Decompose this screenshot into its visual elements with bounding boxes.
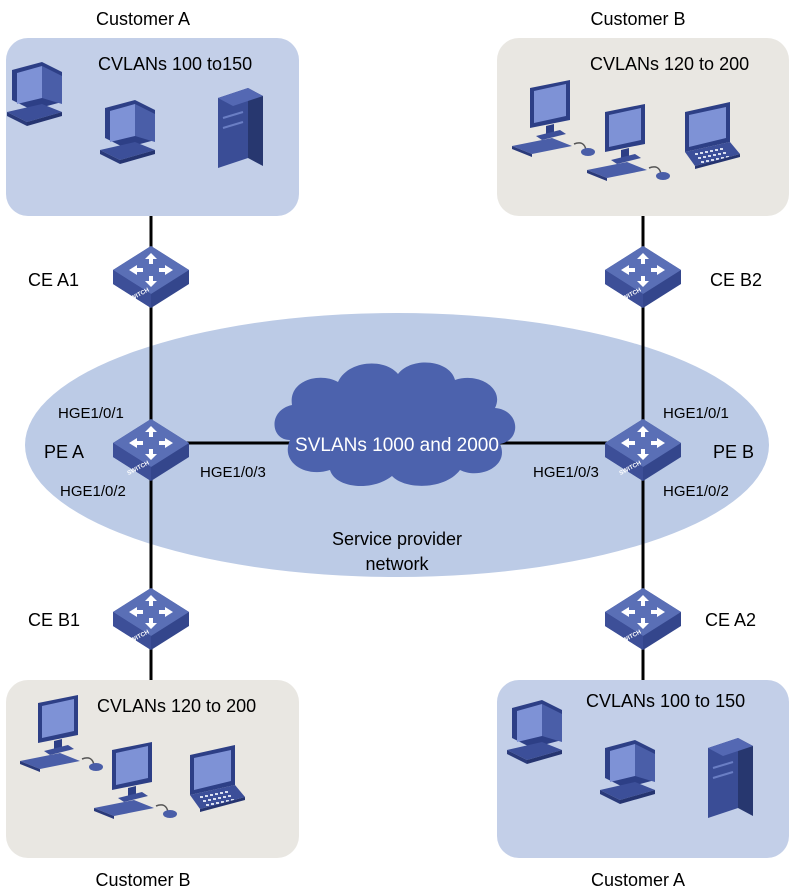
cloud-label: SVLANs 1000 and 2000 [295,435,499,456]
desktop-pc-icon [7,62,62,126]
device-label-pe-a: PE A [44,442,84,462]
device-label-pe-b: PE B [713,442,754,462]
device-label-ce-b1: CE B1 [28,610,80,630]
device-label-ce-b2: CE B2 [710,270,762,290]
customer-b-site-bottom [6,680,299,858]
device-label-ce-a2: CE A2 [705,610,756,630]
desktop-pc-icon [507,700,562,764]
server-icon [707,737,754,819]
vlan-label-bottom-right: CVLANs 100 to 150 [586,691,745,711]
device-label-ce-a1: CE A1 [28,270,79,290]
vlan-label-bottom-left: CVLANs 120 to 200 [97,696,256,716]
port-label-pe-a-hge1-0-2: HGE1/0/2 [60,483,126,500]
customer-label-top-left: Customer A [96,9,190,29]
customer-label-bottom-left: Customer B [95,870,190,890]
vlan-label-top-left: CVLANs 100 to150 [98,54,252,74]
desktop-pc-icon [600,740,655,804]
provider-label-line-1: Service provider [332,529,462,549]
port-label-pe-a-hge1-0-1: HGE1/0/1 [58,405,124,422]
svlan-cloud: SVLANs 1000 and 2000 [274,362,516,487]
port-label-pe-b-hge1-0-3: HGE1/0/3 [533,464,599,481]
server-icon [217,87,264,169]
switch-icon[interactable] [113,588,189,650]
port-label-pe-b-hge1-0-1: HGE1/0/1 [663,405,729,422]
switch-icon[interactable] [605,588,681,650]
port-label-pe-a-hge1-0-3: HGE1/0/3 [200,464,266,481]
customer-label-top-right: Customer B [590,9,685,29]
port-label-pe-b-hge1-0-2: HGE1/0/2 [663,483,729,500]
customer-label-bottom-right: Customer A [591,870,685,890]
desktop-pc-icon [100,100,155,164]
provider-label-line-2: network [365,554,429,574]
vlan-label-top-right: CVLANs 120 to 200 [590,54,749,74]
switch-icon[interactable] [605,246,681,308]
switch-icon[interactable] [113,246,189,308]
